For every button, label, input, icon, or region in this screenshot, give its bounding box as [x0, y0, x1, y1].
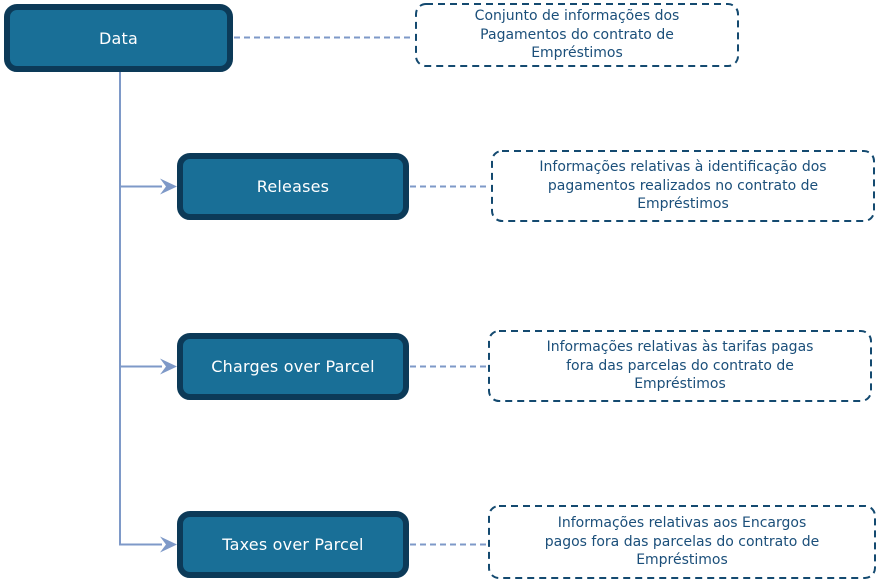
note-line: Empréstimos	[636, 552, 728, 569]
note-line: Pagamentos do contrato de	[480, 26, 674, 43]
note-line: pagos fora das parcelas do contrato de	[544, 533, 820, 550]
note-taxes-over-parcel: Informações relativas aos Encargos pagos…	[488, 505, 876, 579]
node-label: Releases	[256, 177, 330, 196]
node-taxes-over-parcel: Taxes over Parcel	[177, 511, 409, 578]
node-data: Data	[4, 4, 233, 72]
note-line: Empréstimos	[531, 45, 623, 62]
note-border	[488, 330, 872, 402]
trunk-connector-line	[119, 72, 162, 546]
note-releases: Informações relativas à identificação do…	[491, 150, 875, 222]
node-charges-over-parcel: Charges over Parcel	[177, 333, 409, 400]
note-line: Conjunto de informações dos	[474, 8, 680, 25]
arrowhead-icon	[160, 358, 177, 375]
note-line: Empréstimos	[637, 196, 729, 213]
note-border	[491, 150, 875, 222]
note-data: Conjunto de informações dos Pagamentos d…	[415, 3, 739, 67]
node-label: Taxes over Parcel	[222, 535, 364, 554]
note-border	[415, 3, 739, 67]
note-line: pagamentos realizados no contrato de	[547, 177, 819, 194]
note-line: Informações relativas aos Encargos	[557, 515, 807, 532]
node-releases: Releases	[177, 153, 409, 220]
node-label: Data	[98, 28, 138, 48]
note-line: Empréstimos	[634, 376, 726, 393]
arrowhead-icon	[160, 536, 177, 553]
note-charges-over-parcel: Informações relativas às tarifas pagas f…	[488, 330, 872, 402]
node-label: Charges over Parcel	[211, 357, 375, 376]
arrowhead-icon	[160, 178, 177, 195]
note-line: Informações relativas à identificação do…	[539, 159, 827, 176]
note-line: Informações relativas às tarifas pagas	[546, 339, 814, 356]
note-border	[488, 505, 876, 579]
note-line: fora das parcelas do contrato de	[566, 357, 794, 374]
